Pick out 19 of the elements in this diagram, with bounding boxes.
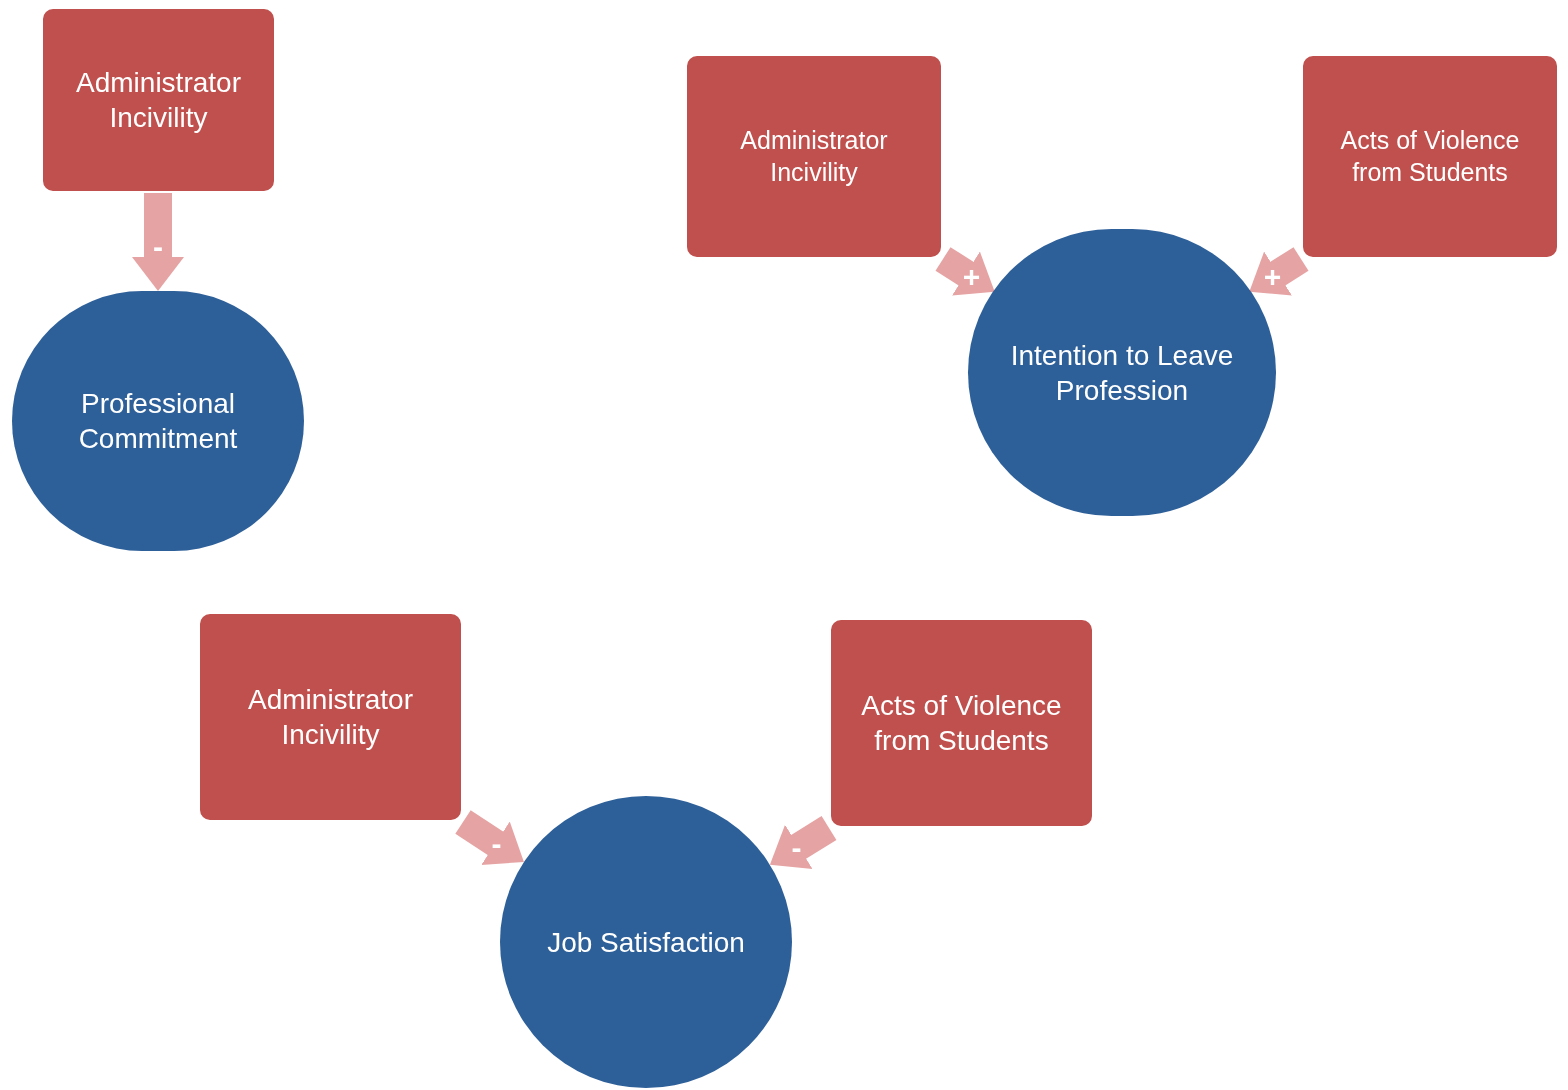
- node-label: Administrator Incivility: [739, 125, 889, 188]
- factor-box: [41, 7, 276, 193]
- node-label: Job Satisfaction: [547, 925, 745, 960]
- factor-box: [1301, 54, 1559, 259]
- edge-label: -: [791, 833, 802, 864]
- node-label: Intention to Leave Profession: [1009, 338, 1235, 408]
- edge-label: -: [153, 231, 163, 262]
- edge-label: +: [962, 262, 981, 292]
- factor-box: [685, 54, 943, 259]
- edge-label: -: [491, 828, 502, 859]
- factor-box: [198, 612, 463, 822]
- factor-box: [829, 618, 1094, 828]
- node-label: Acts of Violence from Students: [860, 689, 1063, 758]
- node-label: Acts of Violence from Students: [1339, 125, 1521, 188]
- node-label: Professional Commitment: [77, 387, 239, 456]
- edge-label: +: [1263, 262, 1282, 292]
- node-label: Administrator Incivility: [75, 66, 242, 135]
- node-label: Administrator Incivility: [247, 683, 414, 752]
- block-arrow: [132, 193, 184, 291]
